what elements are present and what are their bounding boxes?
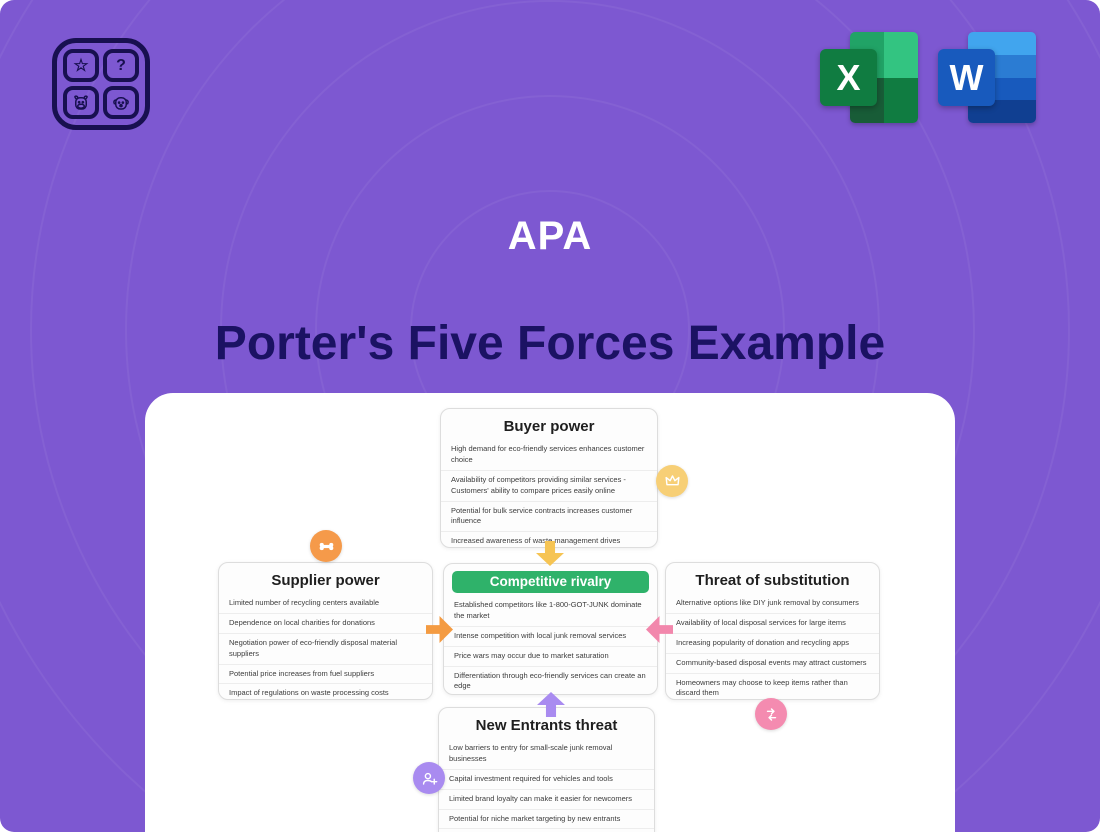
substitution-bullet: Alternative options like DIY junk remova… <box>666 594 879 614</box>
supplier-bullet: Negotiation power of eco-friendly dispos… <box>219 634 432 665</box>
new-entrants-box: New Entrants threat Low barriers to entr… <box>438 707 655 832</box>
word-letter: W <box>938 49 995 106</box>
competitive-rivalry-title: Competitive rivalry <box>452 571 649 593</box>
buyer-bullet: Potential for bulk service contracts inc… <box>441 502 657 533</box>
rivalry-bullet: Differentiation through eco-friendly ser… <box>444 667 657 695</box>
buyer-bullet: Availability of competitors providing si… <box>441 471 657 502</box>
substitution-bullet: Homeowners may choose to keep items rath… <box>676 677 848 698</box>
excel-letter: X <box>820 49 877 106</box>
supplier-bullet: Dependence on local charities for donati… <box>219 614 432 634</box>
supplier-bullet: Limited number of recycling centers avai… <box>219 594 432 614</box>
category-label: APA <box>507 214 593 258</box>
word-icon[interactable]: W <box>938 30 1038 125</box>
new-entrants-title: New Entrants threat <box>475 717 618 734</box>
bone-icon <box>310 530 342 562</box>
buyer-bullet: High demand for eco-friendly services en… <box>441 440 657 471</box>
entrants-bullet: Low barriers to entry for small-scale ju… <box>439 739 654 770</box>
page-title: Porter's Five Forces Example <box>214 317 886 370</box>
dog-icon <box>103 86 139 119</box>
supplier-bullet: Potential price increases from fuel supp… <box>219 665 432 685</box>
buyer-bullet: Increased awareness of waste management … <box>451 536 621 546</box>
substitution-bullet: Community-based disposal events may attr… <box>666 654 879 674</box>
supplier-power-box: Supplier power Limited number of recycli… <box>218 562 433 700</box>
cow-icon <box>63 86 99 119</box>
substitution-bullet: Availability of local disposal services … <box>666 614 879 634</box>
swap-icon <box>755 698 787 730</box>
crown-icon <box>656 465 688 497</box>
add-person-icon <box>413 762 445 794</box>
entrants-bullet: Potential for niche market targeting by … <box>439 810 654 830</box>
substitution-bullet: Increasing popularity of donation and re… <box>666 634 879 654</box>
threat-of-substitution-title: Threat of substitution <box>695 572 850 589</box>
entrants-bullet: Limited brand loyalty can make it easier… <box>439 790 654 810</box>
star-icon: ☆ <box>63 49 99 82</box>
rivalry-bullet: Intense competition with local junk remo… <box>444 627 657 647</box>
entrants-bullet: Capital investment required for vehicles… <box>439 770 654 790</box>
rivalry-bullet: Established competitors like 1-800-GOT-J… <box>444 596 657 627</box>
excel-icon[interactable]: X <box>820 30 920 125</box>
supplier-bullet: Impact of regulations on waste processin… <box>229 688 389 698</box>
buyer-power-box: Buyer power High demand for eco-friendly… <box>440 408 658 548</box>
brand-logo: ☆ ? <box>52 38 150 130</box>
supplier-power-title: Supplier power <box>271 572 380 589</box>
threat-of-substitution-box: Threat of substitution Alternative optio… <box>665 562 880 700</box>
buyer-power-title: Buyer power <box>503 418 595 435</box>
diagram-card: Buyer power High demand for eco-friendly… <box>145 393 955 832</box>
question-icon: ? <box>103 49 139 82</box>
competitive-rivalry-box: Competitive rivalry Established competit… <box>443 563 658 695</box>
rivalry-bullet: Price wars may occur due to market satur… <box>444 647 657 667</box>
